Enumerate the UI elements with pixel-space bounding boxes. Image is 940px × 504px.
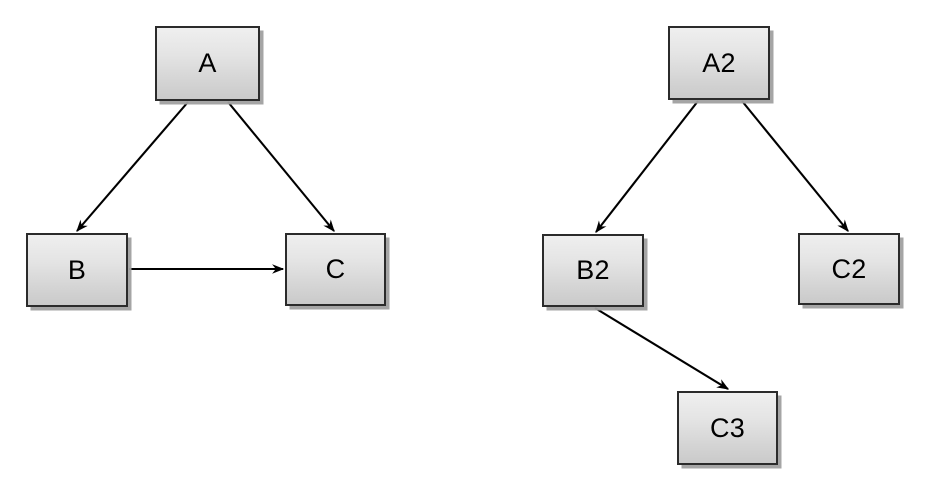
node-b2-label: B2 [576,255,610,285]
node-c[interactable]: C [285,233,386,306]
edge-a-to-c[interactable] [227,101,335,232]
edge-a2-to-b2[interactable] [595,100,699,233]
node-b[interactable]: B [26,233,128,307]
node-c-label: C [325,254,346,284]
node-c3[interactable]: C3 [677,391,778,465]
node-b-label: B [67,254,87,285]
node-c3-label: C3 [710,412,745,443]
edge-a2-to-c2[interactable] [741,100,849,232]
node-a2[interactable]: A2 [668,26,770,100]
node-b2[interactable]: B2 [542,234,644,307]
node-a2-label: A2 [702,47,736,78]
node-c2-label: C2 [831,253,867,284]
node-c2[interactable]: C2 [798,233,900,305]
edge-a-to-b[interactable] [76,101,189,232]
node-a[interactable]: A [155,26,260,101]
node-a-label: A [198,48,217,78]
edge-b2-to-c3[interactable] [594,307,730,390]
